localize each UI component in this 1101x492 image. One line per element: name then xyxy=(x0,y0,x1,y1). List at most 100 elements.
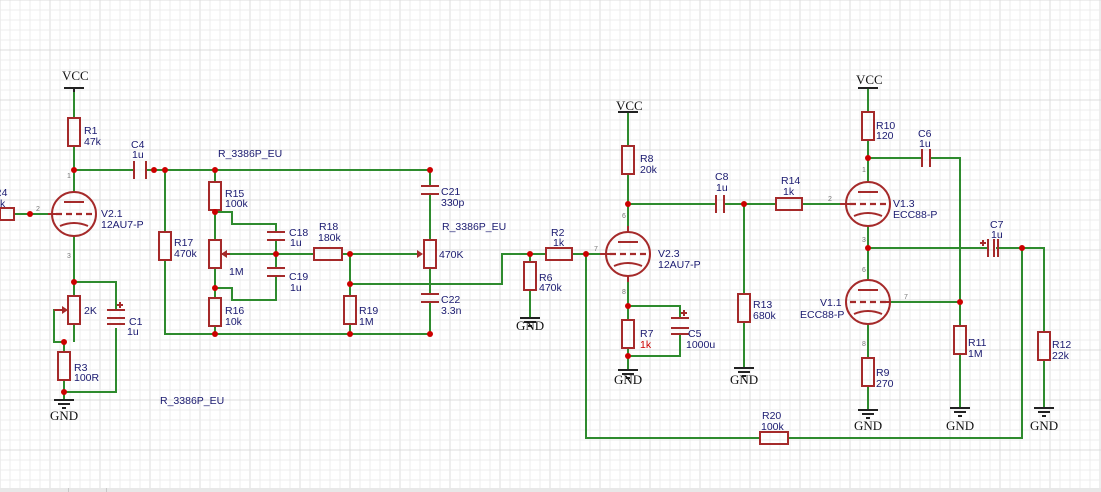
capacitor-c8[interactable] xyxy=(715,195,725,213)
resistor-r4[interactable] xyxy=(0,207,15,221)
label-c4-value: 1u xyxy=(132,149,144,161)
component-labels: R1 47k R4 k V2.1 12AU7-P C4 1u 2K C1 1u … xyxy=(0,120,1071,433)
label-r17-value: 470k xyxy=(174,248,198,260)
potentiometer-470k[interactable] xyxy=(417,239,437,269)
label-c8-value: 1u xyxy=(716,182,728,194)
label-r2-value: 1k xyxy=(553,237,565,249)
label-r18-value: 180k xyxy=(318,232,342,244)
label-c1-ref: C1 xyxy=(129,316,143,328)
svg-text:8: 8 xyxy=(862,341,866,348)
potentiometers xyxy=(54,239,437,325)
svg-text:6: 6 xyxy=(862,267,866,274)
capacitor-c7[interactable] xyxy=(980,239,999,257)
label-c7-ref: C7 xyxy=(990,219,1004,231)
junction-dots xyxy=(27,155,1025,395)
label-r6-ref: R6 xyxy=(539,272,553,284)
resistor-r10[interactable] xyxy=(861,111,875,141)
label-r13-value: 680k xyxy=(753,310,777,322)
capacitor-c18[interactable] xyxy=(267,231,285,241)
resistor-r18[interactable] xyxy=(313,247,343,261)
label-v11-value: ECC88-P xyxy=(800,309,844,321)
gnd-symbols: GND GND GND GND GND GND GND xyxy=(50,317,1058,433)
label-c18-value: 1u xyxy=(290,237,302,249)
label-r17-ref: R17 xyxy=(174,237,193,249)
vcc-label-2: VCC xyxy=(616,98,643,113)
resistor-r17[interactable] xyxy=(158,231,172,261)
label-c5-ref: C5 xyxy=(688,328,702,340)
svg-text:3: 3 xyxy=(862,237,866,244)
resistor-r19[interactable] xyxy=(343,295,357,325)
capacitor-c21[interactable] xyxy=(421,185,439,195)
label-c19-ref: C19 xyxy=(289,271,308,283)
gnd-label-3: GND xyxy=(614,372,642,387)
resistor-r7[interactable] xyxy=(621,319,635,349)
label-c6-value: 1u xyxy=(919,138,931,150)
label-r4-ref: R4 xyxy=(0,187,8,199)
resistor-r16[interactable] xyxy=(208,297,222,327)
svg-text:1: 1 xyxy=(862,167,866,174)
label-r12-ref: R12 xyxy=(1052,339,1071,351)
label-r3-value: 100R xyxy=(74,372,100,384)
label-r11-ref: R11 xyxy=(968,337,987,349)
label-r1-value: 47k xyxy=(84,136,102,148)
label-r15-value: 100k xyxy=(225,198,249,210)
label-r16-ref: R16 xyxy=(225,305,244,317)
resistor-r14[interactable] xyxy=(775,197,803,211)
capacitor-c5[interactable] xyxy=(671,310,689,335)
capacitor-c6[interactable] xyxy=(921,149,931,167)
gnd-label-1: GND xyxy=(50,408,78,423)
label-r2-ref: R2 xyxy=(551,227,565,239)
gnd-symbol-4 xyxy=(734,367,754,377)
label-r3-ref: R3 xyxy=(74,362,88,374)
capacitor-c22[interactable] xyxy=(421,293,439,303)
label-r19-value: 1M xyxy=(359,316,374,328)
label-v11-ref: V1.1 xyxy=(820,297,842,309)
label-v21-value: 12AU7-P xyxy=(101,219,144,231)
resistor-r20[interactable] xyxy=(759,431,789,445)
gnd-symbol-3 xyxy=(618,369,638,379)
potentiometer-1m[interactable] xyxy=(208,239,230,269)
gnd-label-4: GND xyxy=(730,372,758,387)
label-r10-value: 120 xyxy=(876,130,894,142)
label-r10-ref: R10 xyxy=(876,120,895,132)
status-segment-1 xyxy=(0,488,69,492)
resistor-r11[interactable] xyxy=(953,325,967,355)
svg-text:2: 2 xyxy=(828,196,832,203)
capacitors xyxy=(107,149,999,335)
resistor-r9[interactable] xyxy=(861,357,875,387)
resistor-r2[interactable] xyxy=(545,247,573,261)
capacitor-c19[interactable] xyxy=(267,267,285,277)
resistor-r3[interactable] xyxy=(57,351,71,381)
tube-v1-1[interactable] xyxy=(845,279,891,325)
resistor-r12[interactable] xyxy=(1037,331,1051,361)
gnd-symbol-2 xyxy=(520,317,540,327)
label-c22-value: 3.3n xyxy=(441,305,462,317)
label-c7-value: 1u xyxy=(991,229,1003,241)
resistor-r15[interactable] xyxy=(208,181,222,211)
label-v13-value: ECC88-P xyxy=(893,209,937,221)
tube-v1-3[interactable] xyxy=(840,181,891,227)
label-r6-value: 470k xyxy=(539,282,563,294)
label-r9-ref: R9 xyxy=(876,367,890,379)
svg-text:6: 6 xyxy=(622,213,626,220)
label-pot-part-2: R_3386P_EU xyxy=(160,395,224,407)
resistor-r13[interactable] xyxy=(737,293,751,323)
vacuum-tubes xyxy=(48,181,891,325)
label-c22-ref: C22 xyxy=(441,294,460,306)
capacitor-c1[interactable] xyxy=(107,302,125,325)
resistor-r8[interactable] xyxy=(621,145,635,175)
status-bar xyxy=(0,488,1101,492)
svg-text:8: 8 xyxy=(622,289,626,296)
capacitor-c4[interactable] xyxy=(133,161,147,179)
potentiometer-2k[interactable] xyxy=(54,295,81,325)
gnd-symbol-5 xyxy=(858,409,878,419)
svg-text:3: 3 xyxy=(67,253,71,260)
resistor-r1[interactable] xyxy=(67,117,81,147)
tube-v2-3[interactable] xyxy=(600,226,651,282)
resistor-r6[interactable] xyxy=(523,261,537,291)
label-r14-value: 1k xyxy=(783,186,795,198)
tube-v2-1[interactable] xyxy=(48,191,97,237)
label-r9-value: 270 xyxy=(876,378,894,390)
